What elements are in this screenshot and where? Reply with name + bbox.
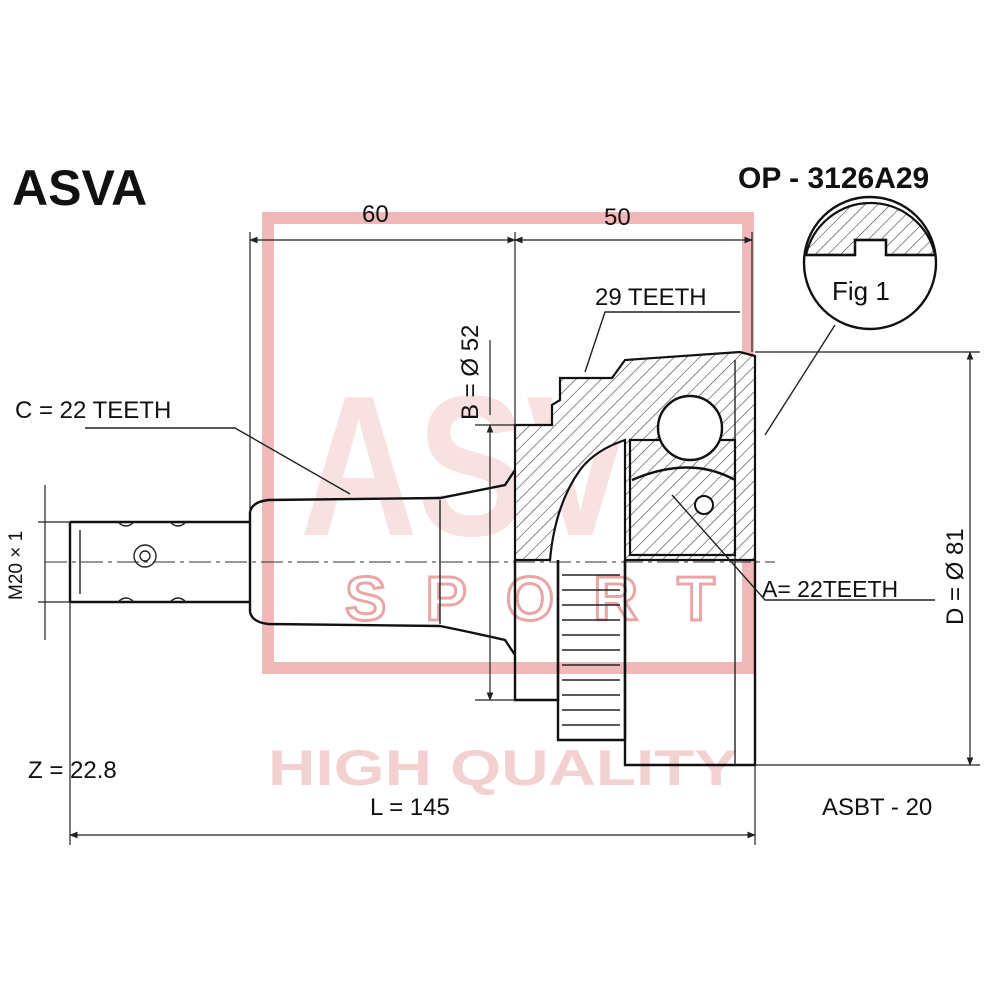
total-length-dim: L = 145 — [69, 602, 756, 845]
total-length-label: L = 145 — [370, 794, 450, 821]
shaft-spline-label: C = 22 TEETH — [15, 397, 171, 424]
shaft-diameter-dim: B = Ø 52 — [457, 325, 515, 701]
brand-title: ASVA — [12, 160, 147, 216]
threaded-stub — [68, 520, 250, 604]
thread-label: M20 × 1 — [6, 531, 27, 600]
dim-50: 50 — [604, 204, 631, 231]
shaft-spline-callout: C = 22 TEETH — [15, 397, 351, 495]
boot-reference: ASBT - 20 — [822, 794, 932, 821]
fig1-detail: Fig 1 — [764, 195, 938, 436]
part-number: OP - 3126A29 — [738, 162, 929, 195]
outer-diameter-label: D = Ø 81 — [942, 528, 969, 625]
thread-dim: M20 × 1 — [6, 485, 70, 640]
shaft-diameter-label: B = Ø 52 — [457, 325, 484, 420]
watermark-tagline: HIGH QUALITY — [268, 740, 738, 796]
outer-spline-callout: 29 TEETH — [584, 284, 740, 373]
inner-race — [628, 394, 737, 557]
outer-diameter-dim: D = Ø 81 — [755, 351, 980, 766]
dim-60: 60 — [362, 201, 389, 228]
ball — [656, 394, 724, 462]
z-value: Z = 22.8 — [28, 757, 117, 784]
retaining-pin — [694, 495, 714, 515]
top-dimensions: 60 50 — [249, 201, 753, 512]
abs-ring — [562, 574, 620, 726]
outer-spline-label: 29 TEETH — [595, 284, 707, 311]
inner-spline-label: A= 22TEETH — [762, 576, 898, 602]
inner-spline-callout: A= 22TEETH — [671, 494, 935, 602]
stub-center-hole — [133, 544, 157, 568]
fig1-label: Fig 1 — [832, 276, 890, 306]
